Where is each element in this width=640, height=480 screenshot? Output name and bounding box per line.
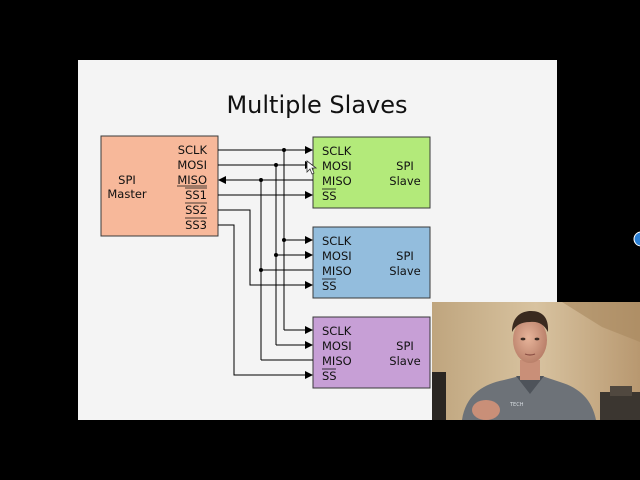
slave-2-pin-ss: SS [322, 279, 337, 293]
spi-diagram: Multiple Slaves SPI Master SCLK MOSI MIS… [100, 91, 431, 389]
master-name-line1: SPI [118, 173, 136, 187]
presenter-video-icon: TECH [432, 302, 640, 420]
slave-2-pin-sclk: SCLK [322, 234, 352, 248]
slave-1-name-line2: Slave [389, 174, 420, 188]
slave-3-pin-sclk: SCLK [322, 324, 352, 338]
slave-2-name-line1: SPI [396, 249, 414, 263]
wire-ss3 [218, 224, 313, 379]
slave-1-name-line1: SPI [396, 159, 414, 173]
wire-ss2 [218, 209, 313, 289]
junction-miso-1 [259, 178, 263, 182]
presenter-hair [512, 311, 549, 332]
slave-2-pin-mosi: MOSI [322, 249, 352, 263]
slave-2-pin-miso: MISO [322, 264, 352, 278]
presenter-left-eye [520, 337, 526, 341]
master-pin-miso: MISO [177, 173, 207, 187]
slave-1-pin-miso: MISO [322, 174, 352, 188]
webcam-overlay: TECH [432, 302, 640, 420]
spi-slave-2-block [312, 226, 431, 299]
master-pin-sclk: SCLK [178, 143, 208, 157]
shelf-item [610, 386, 632, 396]
junction-mosi-2 [274, 253, 278, 257]
spi-slave-3-block [312, 316, 431, 389]
side-panel-icon-circle[interactable] [633, 231, 640, 247]
slide-title: Multiple Slaves [226, 91, 407, 119]
slave-1-pin-ss: SS [322, 189, 337, 203]
master-pin-mosi: MOSI [177, 158, 207, 172]
slave-3-name-line2: Slave [389, 354, 420, 368]
dark-left-object [432, 372, 446, 420]
presenter-right-eye [534, 337, 540, 341]
spi-slave-1-block [312, 136, 431, 209]
slave-2-name-line2: Slave [389, 264, 420, 278]
ceiling-shadow [562, 302, 640, 342]
presentation-slide: Multiple Slaves SPI Master SCLK MOSI MIS… [78, 60, 557, 420]
master-pin-ss1: SS1 [185, 188, 207, 202]
slave-1-pin-sclk: SCLK [322, 144, 352, 158]
slave-1-pin-mosi: MOSI [322, 159, 352, 173]
mouse-cursor-icon [306, 160, 318, 175]
slave-3-name-line1: SPI [396, 339, 414, 353]
presenter-collar [516, 376, 544, 394]
junction-sclk-2 [282, 238, 286, 242]
slave-3-pin-miso: MISO [322, 354, 352, 368]
presenter-face [513, 317, 547, 363]
junction-sclk-1 [282, 148, 286, 152]
presenter-hand [472, 400, 500, 420]
junction-miso-2 [259, 268, 263, 272]
shelf-right [600, 392, 640, 420]
master-pin-ss2: SS2 [185, 203, 207, 217]
shirt-logo-text: TECH [509, 402, 524, 408]
side-panel-icon[interactable] [633, 231, 640, 247]
presenter-neck [520, 360, 540, 380]
slave-3-pin-ss: SS [322, 369, 337, 383]
master-name-line2: Master [107, 187, 147, 201]
slave-3-pin-mosi: MOSI [322, 339, 352, 353]
presenter-mouth [524, 353, 536, 356]
junction-mosi-1 [274, 163, 278, 167]
master-pin-ss3: SS3 [185, 218, 207, 232]
